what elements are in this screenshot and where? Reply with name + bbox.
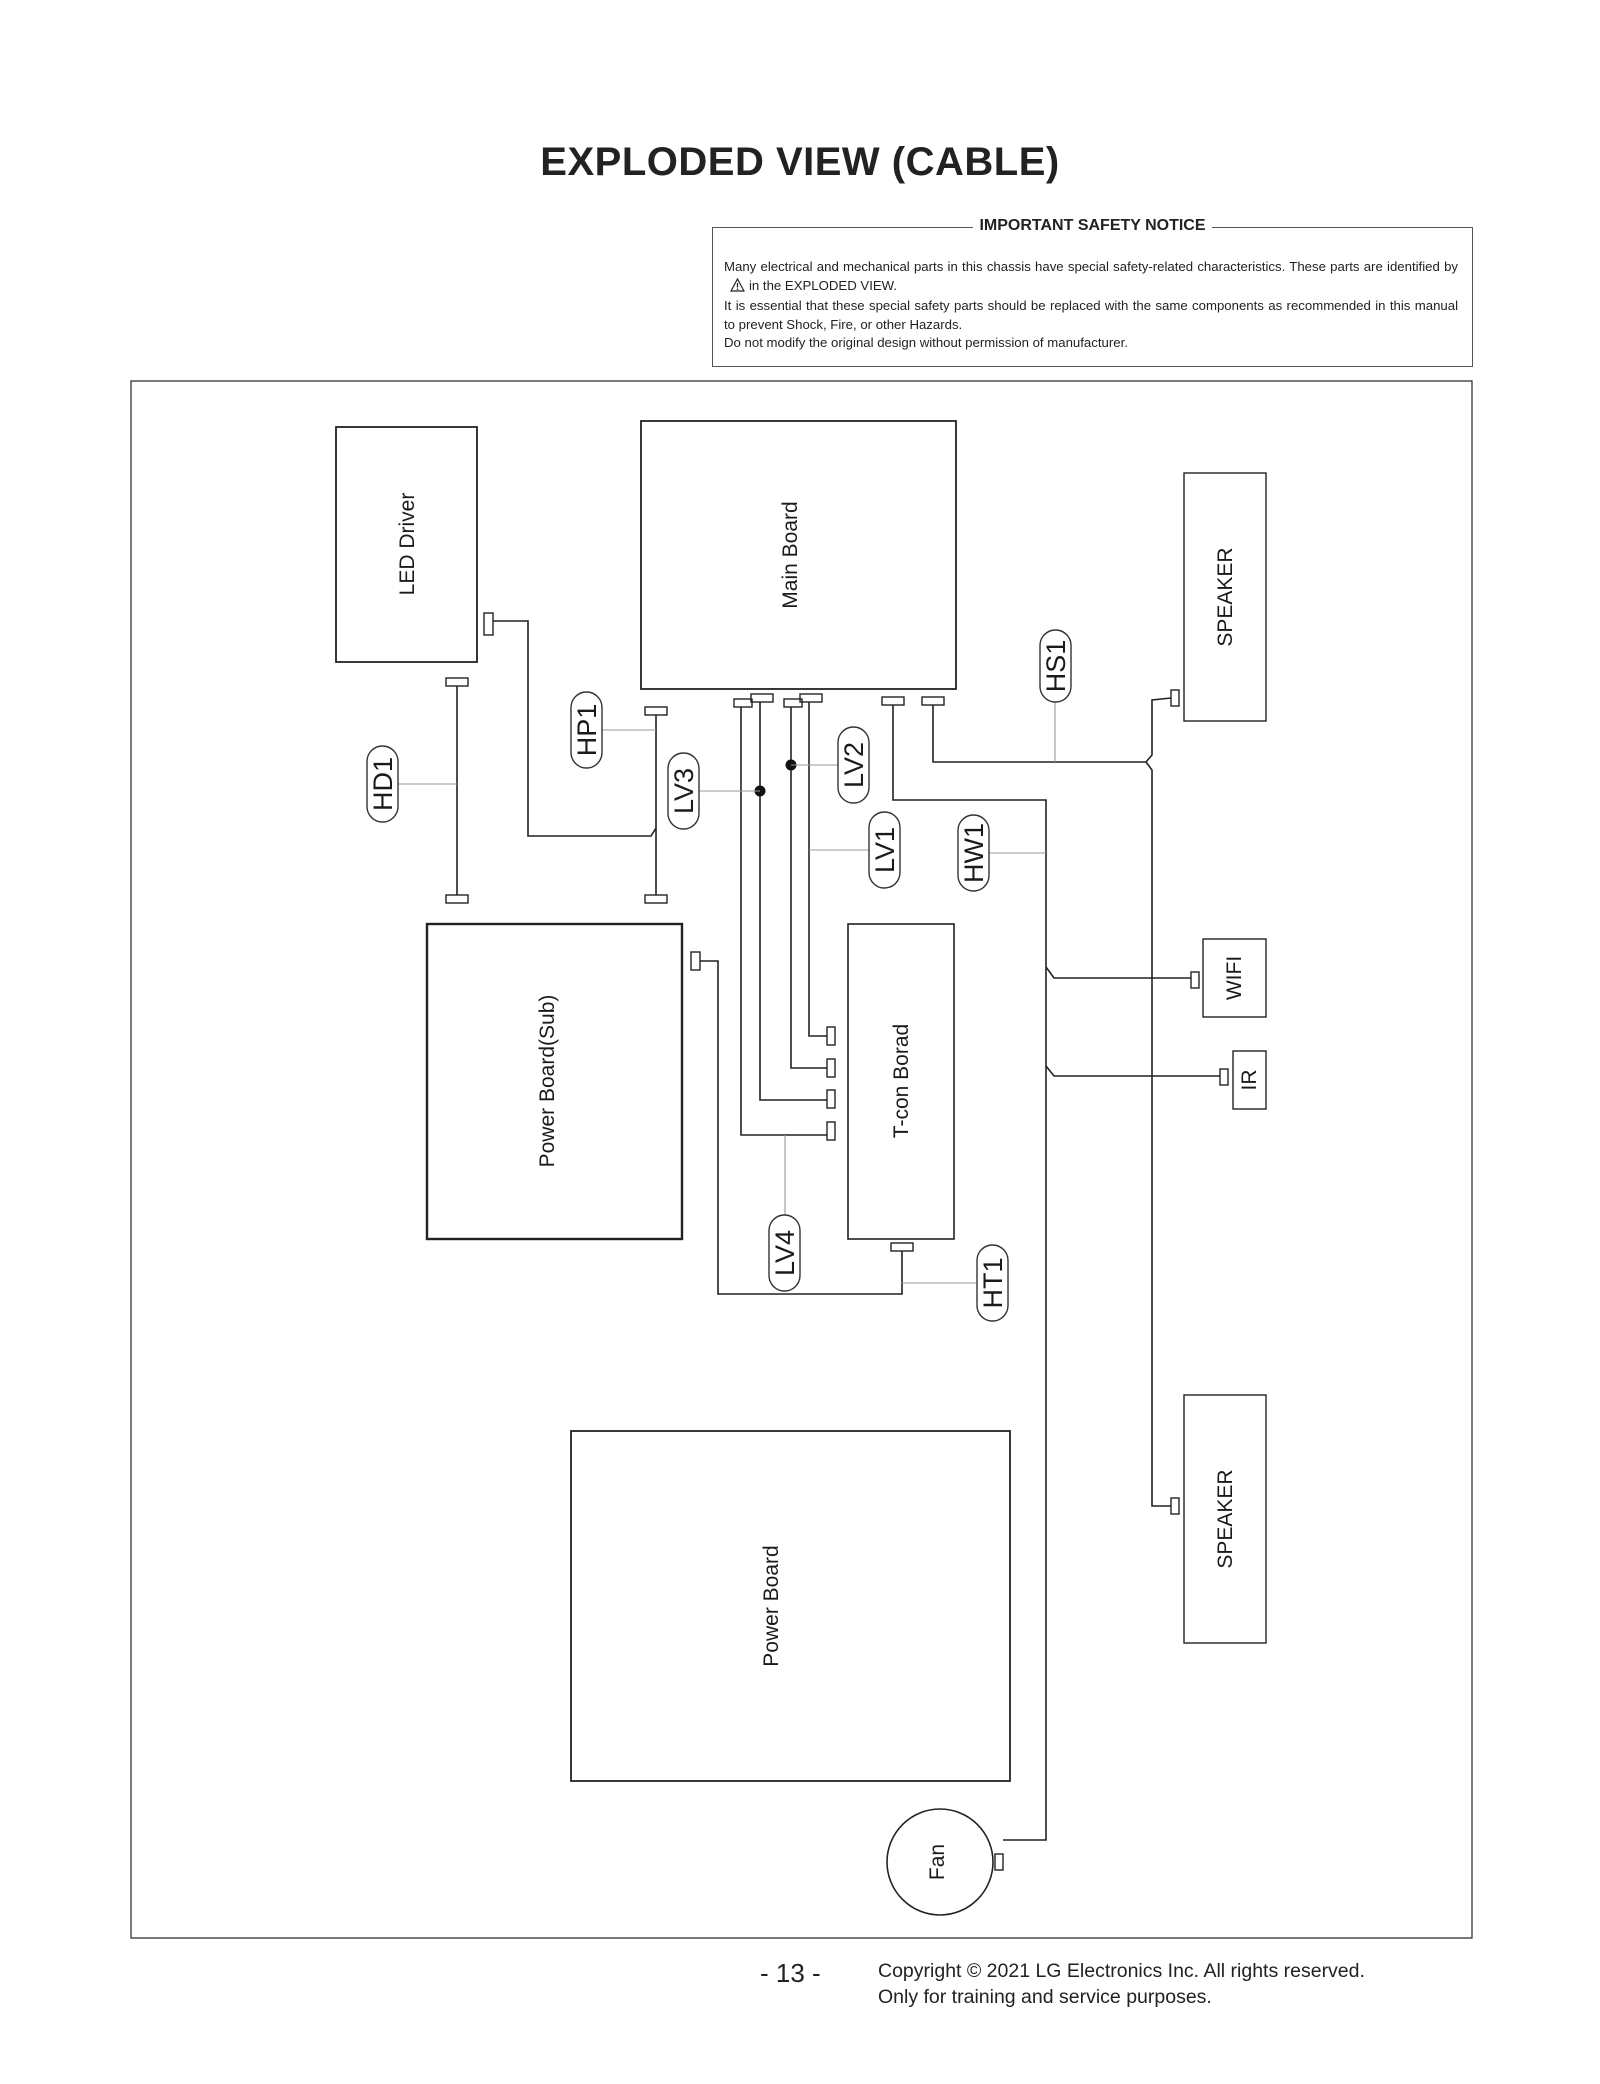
led-driver-label: LED Driver	[396, 493, 419, 596]
wifi-module	[1202, 938, 1267, 1018]
cable-label-hp1: HP1	[572, 704, 602, 757]
warning-triangle-icon	[729, 277, 746, 298]
ir-label: IR	[1238, 1070, 1261, 1091]
cable-label-lv4: LV4	[770, 1230, 800, 1276]
power-board-label: Power Board	[760, 1545, 783, 1666]
speaker-bottom-label: SPEAKER	[1214, 1469, 1237, 1568]
speaker-top-label: SPEAKER	[1214, 547, 1237, 646]
notice-line-1-end: in the EXPLODED VIEW.	[749, 277, 898, 293]
power-board-sub	[425, 922, 684, 1241]
cable-label-lv1: LV1	[870, 827, 900, 873]
power-board	[570, 1430, 1011, 1782]
tcon-board-label: T-con Borad	[890, 1024, 913, 1138]
wifi-label: WIFI	[1223, 956, 1246, 1000]
training-line: Only for training and service purposes.	[878, 1986, 1212, 2008]
speaker-bottom	[1183, 1394, 1267, 1644]
led-driver-board	[335, 426, 478, 663]
safety-notice-heading: IMPORTANT SAFETY NOTICE	[973, 217, 1212, 234]
cable-label-ht1: HT1	[978, 1257, 1008, 1308]
footer-copyright: Copyright © 2021 LG Electronics Inc. All…	[878, 1958, 1365, 2010]
main-board-label: Main Board	[779, 501, 802, 608]
cable-label-hd1: HD1	[368, 757, 398, 811]
ir-module	[1232, 1050, 1267, 1110]
page-title: EXPLODED VIEW (CABLE)	[540, 140, 1060, 184]
cable-label-hs1: HS1	[1041, 640, 1071, 693]
speaker-top	[1183, 472, 1267, 722]
safety-notice-box: IMPORTANT SAFETY NOTICE Many electrical …	[712, 217, 1473, 367]
fan	[886, 1808, 994, 1916]
cable-label-hw1: HW1	[959, 823, 989, 883]
tcon-board	[847, 923, 955, 1240]
cable-label-lv2: LV2	[839, 742, 869, 788]
safety-notice-text: Many electrical and mechanical parts in …	[724, 258, 1458, 353]
copyright-line: Copyright © 2021 LG Electronics Inc. All…	[878, 1960, 1365, 1982]
notice-line-3: Do not modify the original design withou…	[724, 335, 1128, 351]
power-board-sub-label: Power Board(Sub)	[536, 995, 559, 1168]
fan-label: Fan	[926, 1844, 949, 1880]
diagram-frame	[130, 380, 1473, 1939]
main-board	[640, 420, 957, 690]
notice-line-2: It is essential that these special safet…	[724, 298, 1458, 332]
cable-label-lv3: LV3	[669, 768, 699, 814]
connectors	[445, 612, 1229, 1871]
page-number: - 13 -	[760, 1958, 821, 1988]
notice-line-1: Many electrical and mechanical parts in …	[724, 259, 1458, 274]
